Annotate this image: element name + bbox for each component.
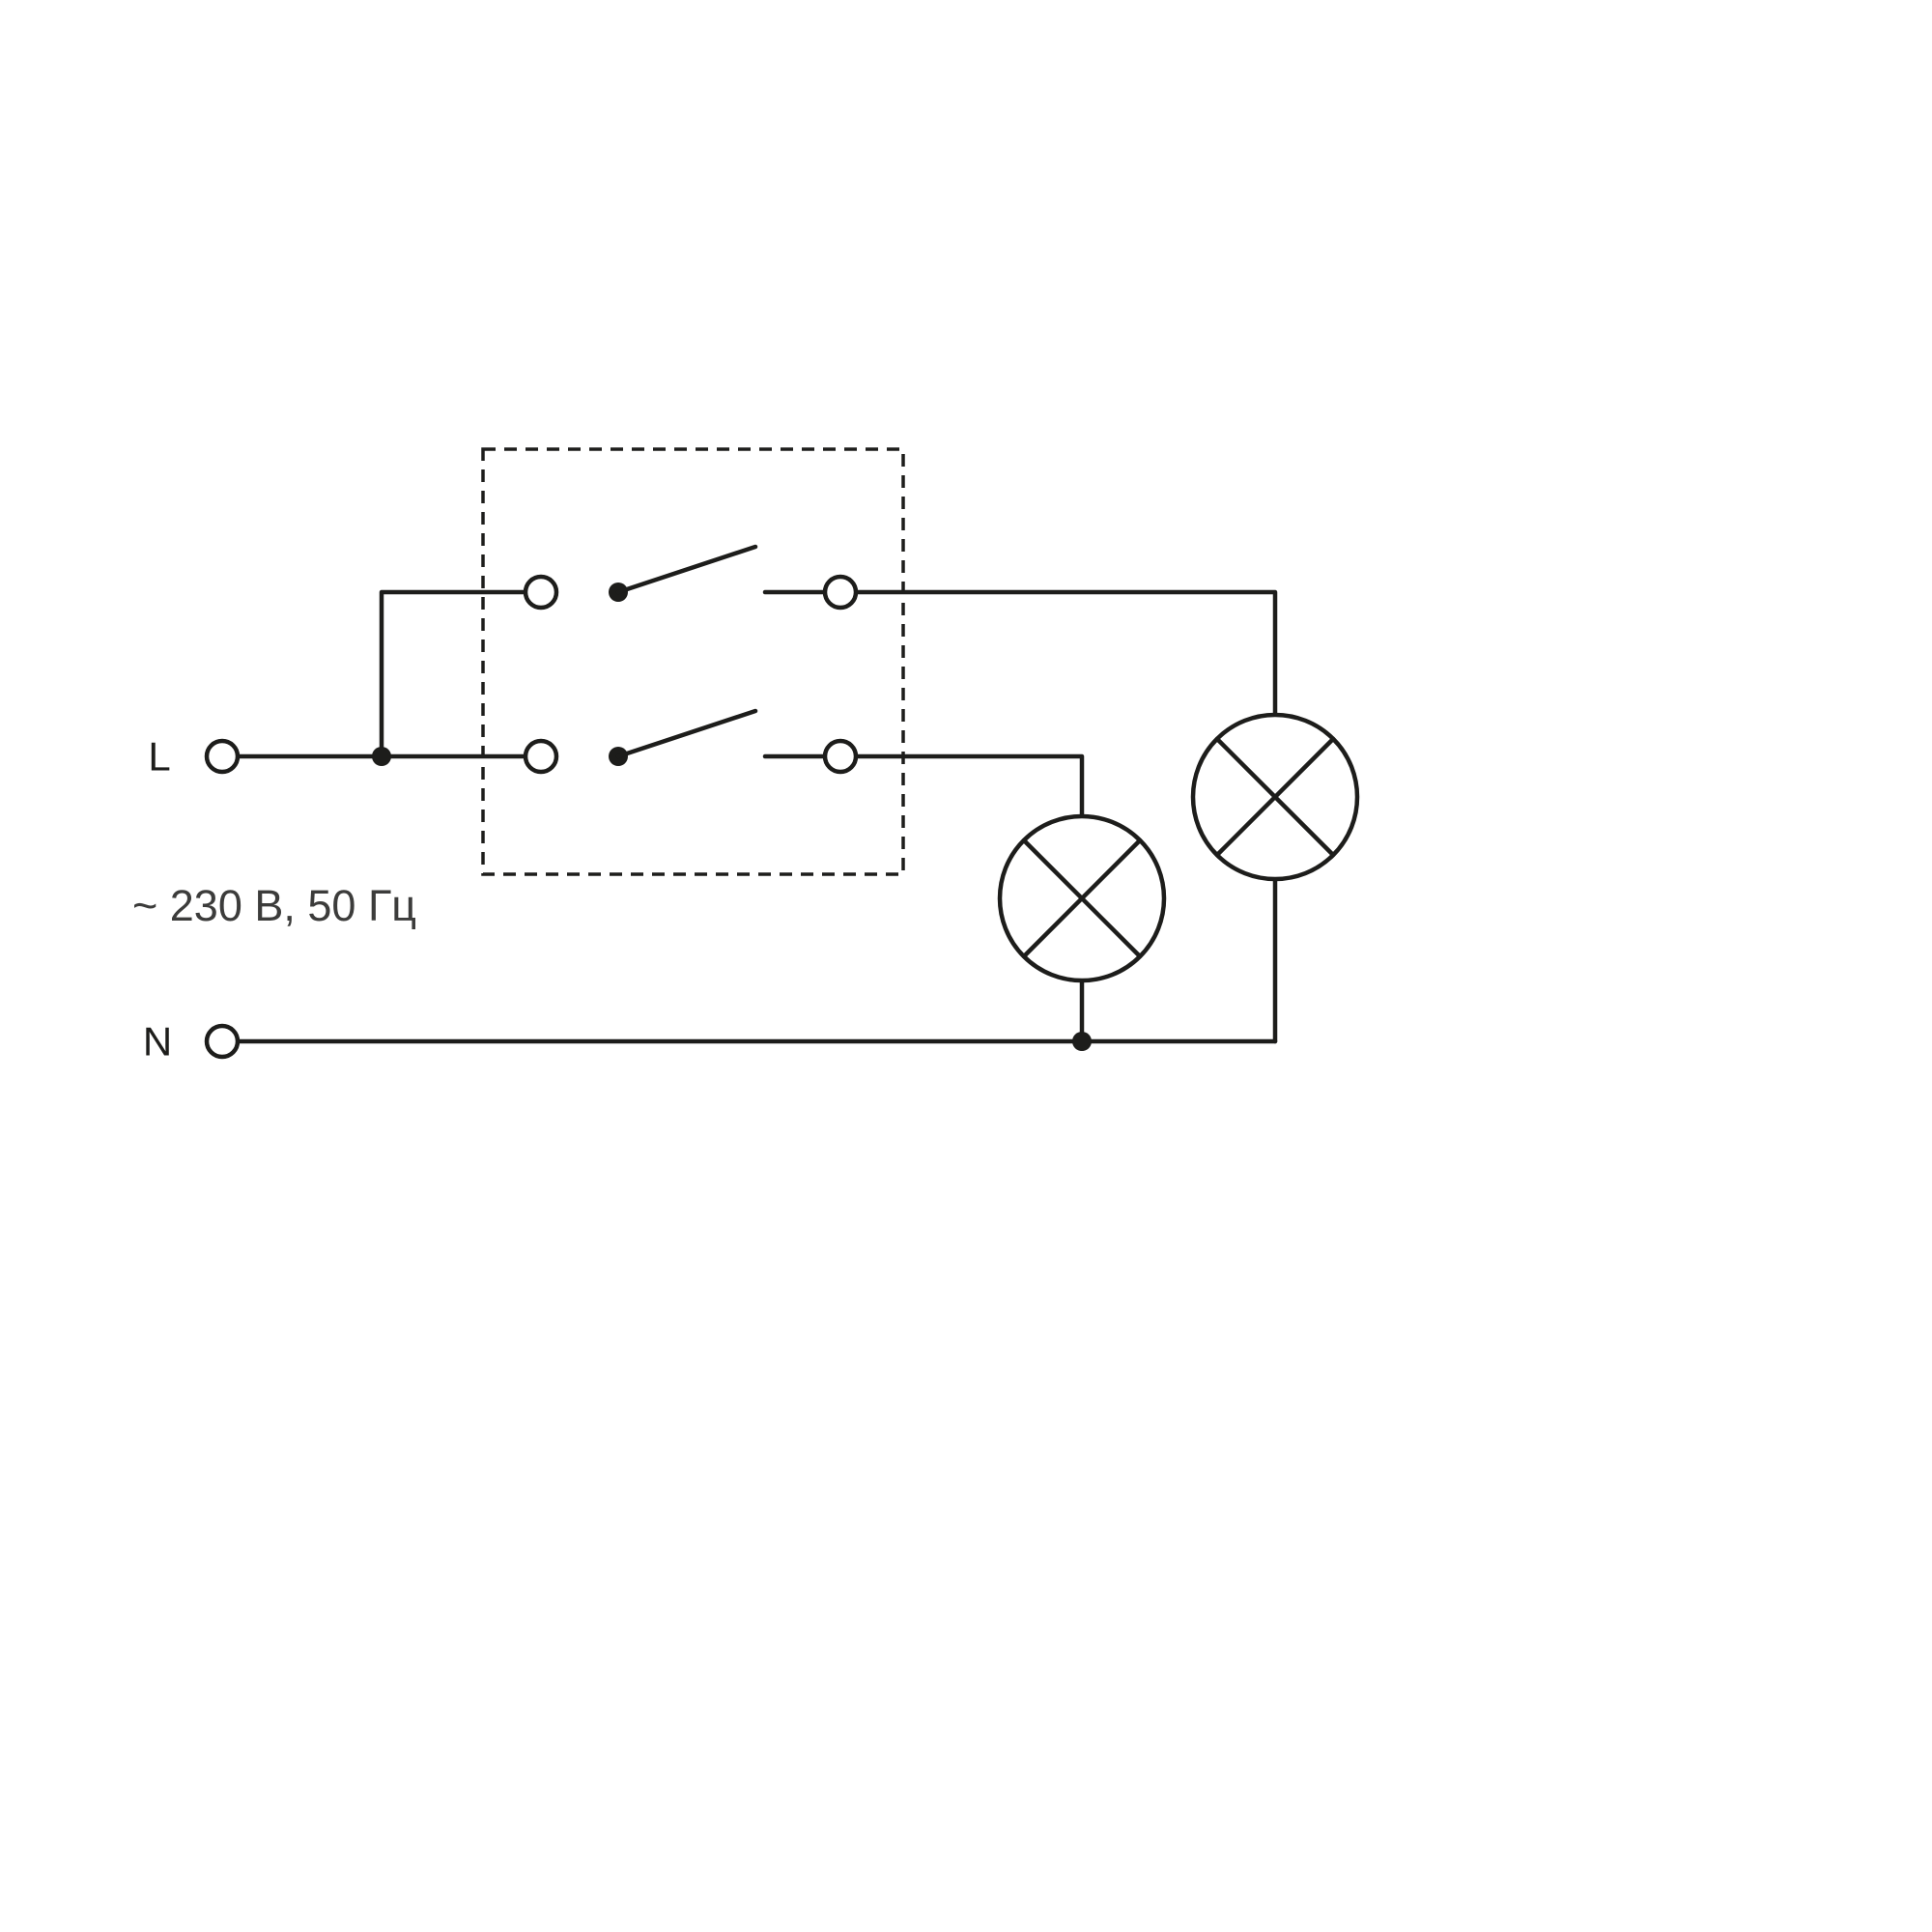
lamp-2: [1190, 712, 1360, 882]
lamp-1: [997, 813, 1167, 983]
junction-dot-L-branch: [372, 747, 391, 766]
switch-1: [523, 544, 859, 611]
terminal-N-circle: [204, 1023, 241, 1060]
terminal-L-label: L: [148, 734, 170, 780]
switch-2-blade: [615, 708, 758, 759]
switch-enclosure: [481, 447, 905, 876]
lamp-1-cross-icon: [1021, 838, 1143, 959]
terminal-N: N: [143, 1019, 241, 1065]
switch-1-terminal-out: [822, 574, 859, 611]
lamp-2-cross-icon: [1214, 736, 1336, 858]
wire-switch2-to-lamp1: [853, 753, 1085, 819]
junction-dot-N: [1072, 1032, 1092, 1051]
switch-1-terminal-in: [523, 574, 559, 611]
terminal-L: L: [148, 734, 241, 780]
wire-switch1-to-lamp2: [853, 589, 1278, 718]
switch-2: [523, 708, 859, 775]
wires: [235, 589, 1278, 1044]
switch-2-terminal-in: [523, 738, 559, 775]
switch-1-blade: [615, 544, 758, 595]
terminal-L-circle: [204, 738, 241, 775]
switch-2-terminal-out: [822, 738, 859, 775]
wire-branch-up: [379, 589, 528, 759]
supply-rating-label: ~ 230 В, 50 Гц: [132, 881, 416, 930]
terminal-N-label: N: [143, 1019, 172, 1065]
